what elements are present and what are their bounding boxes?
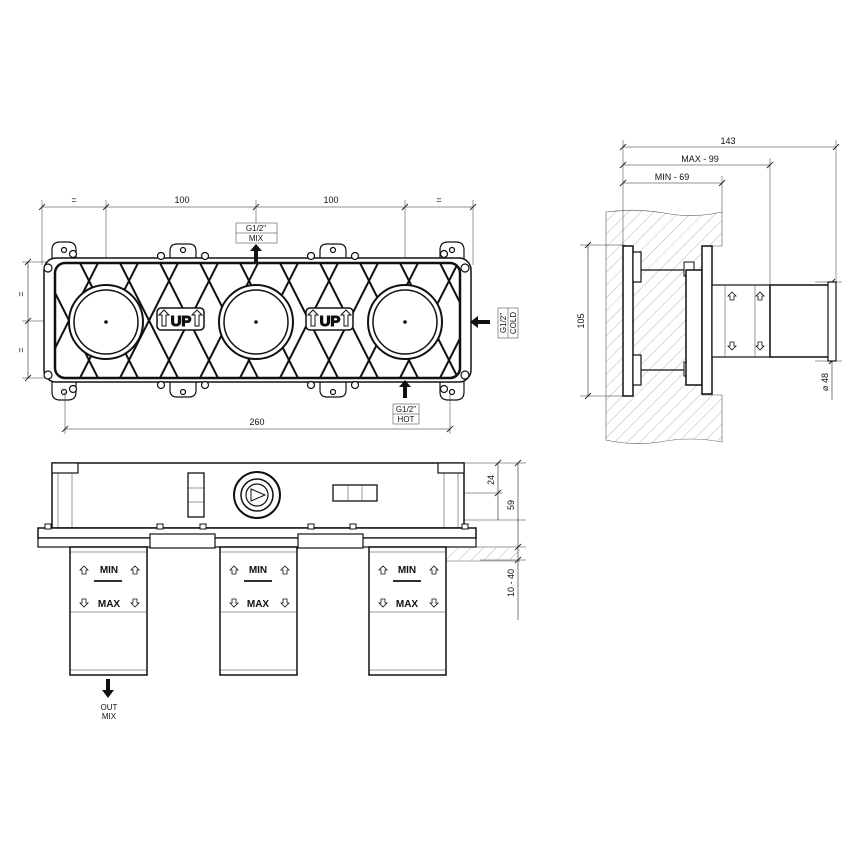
dim-wall-range: 10 - 40 bbox=[506, 569, 516, 597]
hot-label: HOT bbox=[398, 415, 415, 424]
hot-size-label: G1/2" bbox=[396, 405, 416, 414]
up-label-right: UP bbox=[305, 307, 354, 331]
port-right bbox=[367, 284, 443, 360]
mounting-ears bbox=[51, 241, 465, 401]
out-label: OUT bbox=[101, 703, 118, 712]
dim-height: 105 bbox=[576, 313, 586, 328]
side-view: 143 MAX - 99 MIN - 69 105 ⌀ 48 bbox=[576, 136, 842, 444]
min-label-right: MIN bbox=[398, 565, 416, 576]
dim-total-width: 260 bbox=[249, 417, 264, 427]
bottom-view: 24 59 10 - 40 bbox=[37, 459, 526, 721]
mix-inlet-callout: G1/2" MIX bbox=[235, 222, 278, 262]
out-mix-callout: OUT MIX bbox=[101, 679, 118, 721]
dim-equal-right: = bbox=[436, 195, 441, 205]
max-label-left: MAX bbox=[98, 599, 121, 610]
pipe-right: MIN MAX bbox=[368, 546, 447, 676]
bottom-housing bbox=[51, 462, 465, 529]
hot-arrow-icon bbox=[399, 380, 411, 398]
dim-top-height: 24 bbox=[486, 475, 496, 485]
up-text-left: UP bbox=[171, 313, 192, 330]
dim-equal-left: = bbox=[71, 195, 76, 205]
bottom-base-plate bbox=[37, 523, 477, 549]
dim-spacing-right: 100 bbox=[323, 195, 338, 205]
out-arrow-icon bbox=[102, 679, 114, 698]
max-label-center: MAX bbox=[247, 599, 270, 610]
dim-equal-lower: = bbox=[16, 347, 26, 352]
dim-spacing-left: 100 bbox=[174, 195, 189, 205]
side-valve-body bbox=[622, 245, 837, 397]
dim-min-depth: MIN - 69 bbox=[655, 172, 690, 182]
front-view: = 100 100 = = = bbox=[16, 195, 519, 434]
cold-arrow-icon bbox=[470, 316, 490, 328]
max-label-right: MAX bbox=[396, 599, 419, 610]
hot-inlet-callout: G1/2" HOT bbox=[392, 380, 420, 425]
dim-diameter: ⌀ 48 bbox=[820, 373, 830, 391]
front-bottom-dimension: 260 bbox=[61, 392, 454, 434]
front-left-dimensions: = = bbox=[16, 258, 80, 382]
mix-size-label: G1/2" bbox=[246, 224, 266, 233]
up-text-right: UP bbox=[320, 313, 341, 330]
dim-max-depth: MAX - 99 bbox=[681, 154, 719, 164]
plate-screws bbox=[43, 246, 470, 396]
port-center bbox=[218, 284, 294, 360]
mix-arrow-icon bbox=[250, 244, 262, 262]
dim-total-depth: 143 bbox=[720, 136, 735, 146]
cold-label: COLD bbox=[509, 312, 518, 334]
min-label-left: MIN bbox=[100, 565, 118, 576]
out-mix-label: MIX bbox=[102, 712, 117, 721]
pipe-center: MIN MAX bbox=[219, 546, 298, 676]
cold-inlet-callout: G1/2" COLD bbox=[470, 307, 519, 339]
dim-body-height: 59 bbox=[506, 500, 516, 510]
up-label-left: UP bbox=[156, 307, 205, 331]
cold-size-label: G1/2" bbox=[499, 313, 508, 333]
min-label-center: MIN bbox=[249, 565, 267, 576]
wall-plane bbox=[440, 547, 520, 561]
front-top-dimensions: = 100 100 = bbox=[38, 195, 477, 305]
mix-label: MIX bbox=[249, 234, 264, 243]
side-dimensions: 143 MAX - 99 MIN - 69 105 ⌀ 48 bbox=[576, 136, 842, 400]
side-up-arrows bbox=[727, 291, 765, 351]
port-left bbox=[68, 284, 144, 360]
dim-equal-upper: = bbox=[16, 291, 26, 296]
pipe-left: MIN MAX bbox=[69, 546, 148, 676]
